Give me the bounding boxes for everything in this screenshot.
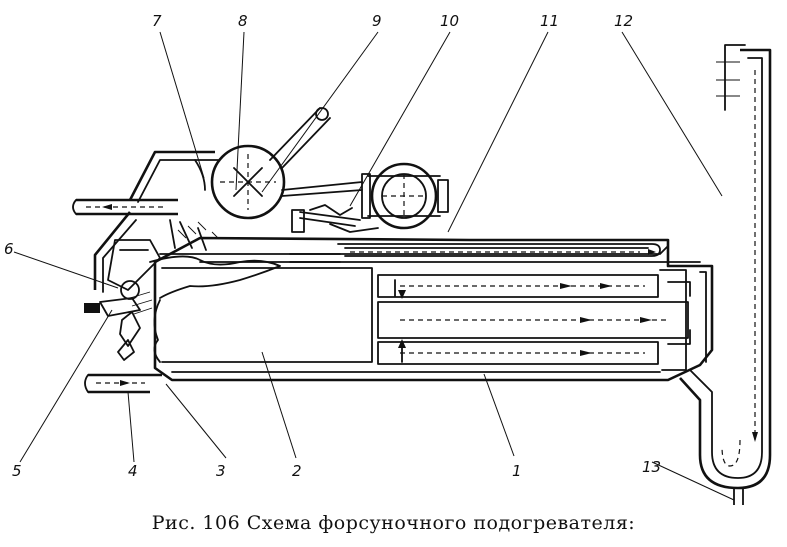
label-11: 11 (540, 12, 559, 30)
flame-front (149, 219, 281, 363)
label-3: 3 (216, 462, 226, 480)
fan-motor (128, 107, 331, 220)
label-13: 13 (642, 458, 661, 476)
heater-schematic: 1 2 3 4 5 6 7 8 9 10 11 12 13 (4, 12, 772, 505)
chimney-u-tube (679, 44, 772, 505)
leader-lines (13, 31, 735, 501)
label-6: 6 (4, 240, 14, 258)
pump-drum (281, 162, 449, 233)
callout-labels: 1 2 3 4 5 6 7 8 9 10 11 12 13 (4, 12, 661, 480)
burner-nozzle (84, 239, 161, 361)
heater-body (153, 236, 714, 382)
label-8: 8 (238, 12, 248, 30)
label-10: 10 (440, 12, 459, 30)
label-1: 1 (512, 462, 522, 480)
label-12: 12 (614, 12, 633, 30)
flow-arrows (398, 283, 670, 356)
label-4: 4 (128, 462, 138, 480)
label-2: 2 (292, 462, 302, 480)
figure-caption: Рис. 106 Схема форсуночного подогревател… (151, 512, 636, 534)
coil-tube (289, 243, 661, 263)
inlet-pipes (72, 198, 178, 394)
label-9: 9 (372, 12, 382, 30)
label-5: 5 (12, 462, 22, 480)
label-7: 7 (152, 12, 162, 30)
